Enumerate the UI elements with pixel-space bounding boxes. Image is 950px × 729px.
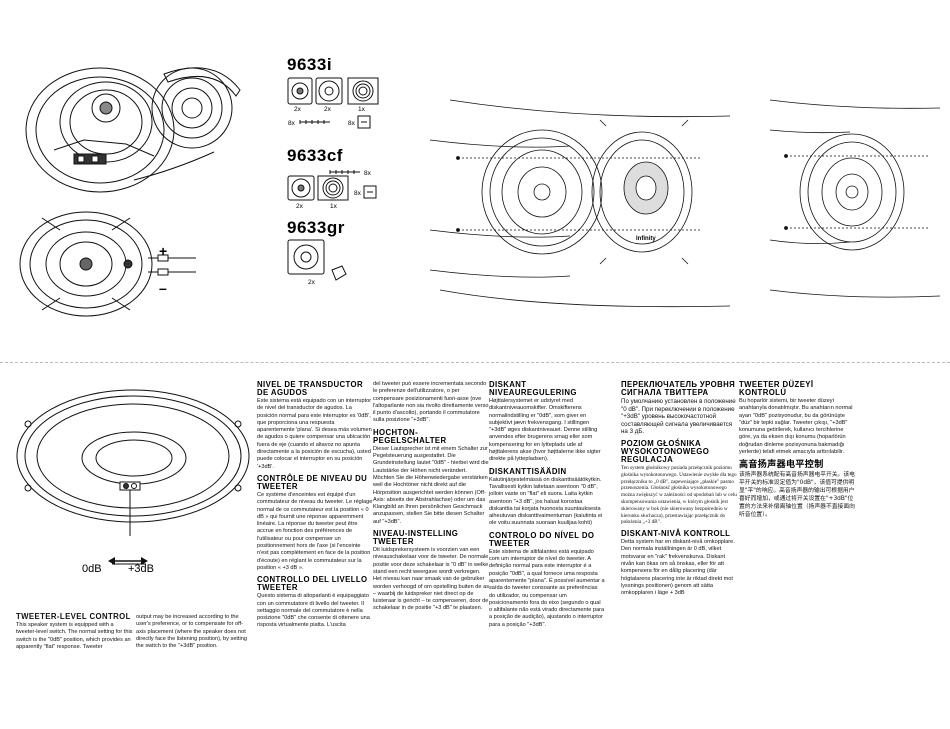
- finnish-body: Kaiutinjärjestelmässä on diskanttisäätök…: [489, 476, 603, 527]
- kit-9633cf-qty-d: 8x: [354, 190, 362, 197]
- polarity-minus-label: –: [159, 280, 167, 296]
- portuguese-title: CONTROLO DO NÍVEL DO TWEETER: [489, 530, 595, 548]
- door-assembled-illustration: [770, 90, 945, 320]
- polish-title: POZIOM GŁOŚNIKA WYSOKOTONOWEGO REGULACJA: [621, 438, 710, 464]
- spanish-body: Este sistema está equipado con un interr…: [257, 398, 372, 470]
- kit-9633cf-qty-c: 1x: [330, 203, 338, 210]
- polarity-plus-label: +: [159, 243, 168, 259]
- portuguese-body: Este sistema de altifalantes está equipa…: [489, 548, 605, 628]
- finnish-title: DISKANTTISÄÄDIN: [489, 466, 567, 476]
- dutch-title: NIVEAU-INSTELLING TWEETER: [373, 529, 459, 547]
- english-body-a: This speaker system is equipped with a t…: [16, 622, 133, 650]
- german-body: Dieser Lautsprecher ist mit einem Schalt…: [373, 445, 489, 525]
- swedish-title: DISKANT-NIVÅ KONTROLL: [621, 529, 731, 539]
- english-title: TWEETER-LEVEL CONTROL: [16, 612, 131, 621]
- turkish-body: Bu hoparlör sistemi, bir tweeter düzeyi …: [739, 398, 853, 456]
- kit-9633cf-parts: 8x 2x 1x 8x: [288, 170, 388, 210]
- speaker-perspective-illustration: [14, 60, 244, 200]
- text-column-5: TWEETER DÜZEYİ KONTROLÜ Bu hoparlör sist…: [739, 381, 857, 523]
- swedish-body: Detta system har en diskant-nivå omkoppl…: [621, 539, 735, 597]
- kit-9633i-qty-c: 1x: [358, 106, 366, 113]
- speaker-rear-wiring-illustration: [16, 206, 206, 326]
- danish-body: Højttalersystemet er udstyret med diskan…: [489, 398, 601, 463]
- kit-9633i-qty-b: 2x: [324, 106, 332, 113]
- brand-badge: Infinity: [636, 236, 656, 242]
- switch-direction-arrow: [108, 557, 148, 565]
- italian-title: CONTROLLO DEL LIVELLO TWEETER: [257, 575, 368, 593]
- text-column-4: ПЕРЕКЛЮЧАТЕЛЬ УРОВНЯ СИГНАЛА ТВИТТЕРА По…: [621, 381, 737, 602]
- russian-body: По умолчанию установлен в положение "0 d…: [621, 398, 736, 436]
- french-body: Ce système d'enceintes est équipé d'un c…: [257, 491, 373, 571]
- english-body-b: output may be increased according to the…: [136, 614, 248, 650]
- kit-9633cf-qty-b: 2x: [296, 203, 304, 210]
- italian-body-b: del tweeter può essere incrementata seco…: [373, 381, 489, 424]
- chinese-body: 该扬声器系统配有高音扬声器电平开关。该电平开关的标准设定值为"0dB"，该值可提…: [739, 472, 855, 519]
- model-label-9633gr: 9633gr: [287, 218, 345, 237]
- fold-line: [0, 362, 950, 363]
- dutch-body: Dit luidsprekersysteem is voorzien van e…: [373, 547, 489, 612]
- turkish-title: TWEETER DÜZEYİ KONTROLÜ: [739, 380, 814, 397]
- italian-body-a: Questo sistema di altoparlanti è equipag…: [257, 593, 370, 629]
- door-mounting-illustration: Infinity: [430, 80, 740, 330]
- model-label-9633cf: 9633cf: [287, 146, 343, 165]
- text-column-3: DISKANT NIVEAUREGULERING Højttalersystem…: [489, 381, 605, 633]
- kit-9633cf-qty-a: 8x: [364, 170, 372, 177]
- switch-label-0db: 0dB: [82, 563, 102, 575]
- german-title: HOCHTON-PEGELSCHALTER: [373, 427, 447, 445]
- polish-body: Ten system głośnikowy posiada przełączni…: [621, 464, 737, 526]
- chinese-title: 高音扬声器电平控制: [739, 460, 824, 471]
- section-english-b: output may be increased according to the…: [136, 614, 252, 650]
- section-english-a: TWEETER-LEVEL CONTROL This speaker syste…: [16, 613, 134, 651]
- model-label-9633i: 9633i: [287, 55, 333, 74]
- kit-9633i-qty-d: 8x: [288, 120, 296, 127]
- russian-title: ПЕРЕКЛЮЧАТЕЛЬ УРОВНЯ СИГНАЛА ТВИТТЕРА: [621, 380, 736, 397]
- kit-9633i-qty-a: 2x: [294, 106, 302, 113]
- spanish-title: NIVEL DE TRANSDUCTOR DE AGUDOS: [257, 380, 364, 397]
- text-column-1: NIVEL DE TRANSDUCTOR DE AGUDOS Este sist…: [257, 381, 373, 634]
- kit-9633gr-qty-a: 2x: [308, 279, 316, 286]
- kit-9633i-parts: 2x 2x 1x 8x 8x: [288, 78, 388, 136]
- danish-title: DISKANT NIVEAUREGULERING: [489, 380, 577, 397]
- kit-9633gr-parts: 2x: [288, 240, 348, 286]
- text-column-2: del tweeter può essere incrementata seco…: [373, 381, 489, 617]
- french-title: CONTRÔLE DE NIVEAU DU TWEETER: [257, 473, 368, 491]
- speaker-front-tweeter-switch-illustration: [14, 386, 252, 546]
- switch-label-plus3db: +3dB: [128, 563, 154, 575]
- kit-9633i-qty-e: 8x: [348, 120, 356, 127]
